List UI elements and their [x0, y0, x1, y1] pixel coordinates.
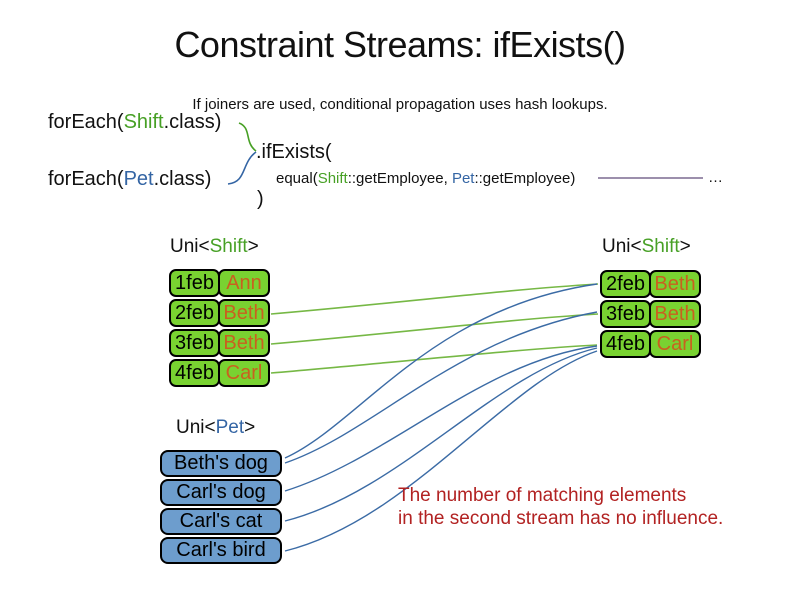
- code-text: forEach(: [48, 111, 124, 133]
- header-text: Uni<: [176, 417, 216, 438]
- blue-link-beths-dog-2feb: [284, 283, 598, 459]
- employee-cell: Carl: [218, 359, 270, 387]
- table-row: 4feb Carl: [600, 330, 701, 358]
- header-text: Uni<: [170, 236, 210, 257]
- shift-class-token: Shift: [123, 111, 164, 133]
- employee-cell: Beth: [218, 299, 270, 327]
- date-cell: 4feb: [169, 359, 220, 387]
- blue-link-carls-dog-4feb: [284, 345, 598, 492]
- code-foreach-shift: forEach(Shift.class): [48, 111, 221, 134]
- pet-table-header: Uni<Pet>: [176, 417, 255, 439]
- shift-type-token: Shift: [641, 236, 680, 257]
- code-text: forEach(: [48, 168, 124, 190]
- annotation-line-2: in the second stream has no influence.: [398, 508, 724, 529]
- pet-row: Carl's cat: [160, 508, 282, 535]
- right-shift-table: 2feb Beth 3feb Beth 4feb Carl: [600, 270, 701, 360]
- header-text: >: [247, 236, 259, 257]
- employee-cell: Beth: [649, 270, 701, 298]
- annotation-line-1: The number of matching elements: [398, 485, 687, 506]
- date-cell: 2feb: [169, 299, 220, 327]
- date-cell: 4feb: [600, 330, 651, 358]
- code-foreach-pet: forEach(Pet.class): [48, 168, 211, 191]
- slide-title: Constraint Streams: ifExists(): [174, 24, 626, 65]
- blue-link-beths-dog-3feb: [284, 311, 598, 464]
- code-ifexists-open: .ifExists(: [256, 141, 332, 163]
- left-shift-table: 1feb Ann 2feb Beth 3feb Beth 4feb Carl: [169, 269, 270, 389]
- code-text: ::getEmployee,: [347, 170, 452, 187]
- green-link-3feb: [270, 313, 599, 345]
- code-ifexists-close: ): [257, 188, 264, 210]
- date-cell: 3feb: [600, 300, 651, 328]
- pet-class-token: Pet: [123, 168, 154, 190]
- pet-row: Carl's dog: [160, 479, 282, 506]
- employee-cell: Ann: [218, 269, 270, 297]
- header-text: Uni<: [602, 236, 642, 257]
- code-ellipsis: …: [708, 169, 723, 186]
- slide-subtitle: If joiners are used, conditional propaga…: [192, 96, 608, 113]
- pet-row: Carl's bird: [160, 537, 282, 564]
- pet-row: Beth's dog: [160, 450, 282, 477]
- left-shift-table-header: Uni<Shift>: [170, 236, 259, 258]
- shift-method-ref: Shift: [317, 170, 348, 187]
- table-row: 3feb Beth: [600, 300, 701, 328]
- code-text: ::getEmployee): [474, 170, 576, 187]
- brace-shift-connector: [238, 122, 257, 152]
- employee-cell: Beth: [218, 329, 270, 357]
- shift-type-token: Shift: [209, 236, 248, 257]
- brace-pet-connector: [227, 151, 257, 185]
- table-row: 4feb Carl: [169, 359, 270, 387]
- code-equal-joiner: equal(Shift::getEmployee, Pet::getEmploy…: [276, 170, 575, 187]
- green-link-4feb: [270, 344, 598, 374]
- right-shift-table-header: Uni<Shift>: [602, 236, 691, 258]
- date-cell: 2feb: [600, 270, 651, 298]
- annotation-note: The number of matching elements in the s…: [398, 484, 723, 530]
- date-cell: 1feb: [169, 269, 220, 297]
- employee-cell: Beth: [649, 300, 701, 328]
- header-text: >: [679, 236, 691, 257]
- pet-method-ref: Pet: [451, 170, 475, 187]
- table-row: 2feb Beth: [600, 270, 701, 298]
- pet-type-token: Pet: [215, 417, 245, 438]
- code-text: .class): [153, 168, 212, 190]
- table-row: 1feb Ann: [169, 269, 270, 297]
- green-link-2feb: [270, 283, 599, 315]
- table-row: 2feb Beth: [169, 299, 270, 327]
- date-cell: 3feb: [169, 329, 220, 357]
- table-row: 3feb Beth: [169, 329, 270, 357]
- code-text: .class): [163, 111, 222, 133]
- code-text: equal(: [276, 170, 318, 187]
- pet-table: Beth's dog Carl's dog Carl's cat Carl's …: [160, 450, 282, 566]
- header-text: >: [244, 417, 256, 438]
- employee-cell: Carl: [649, 330, 701, 358]
